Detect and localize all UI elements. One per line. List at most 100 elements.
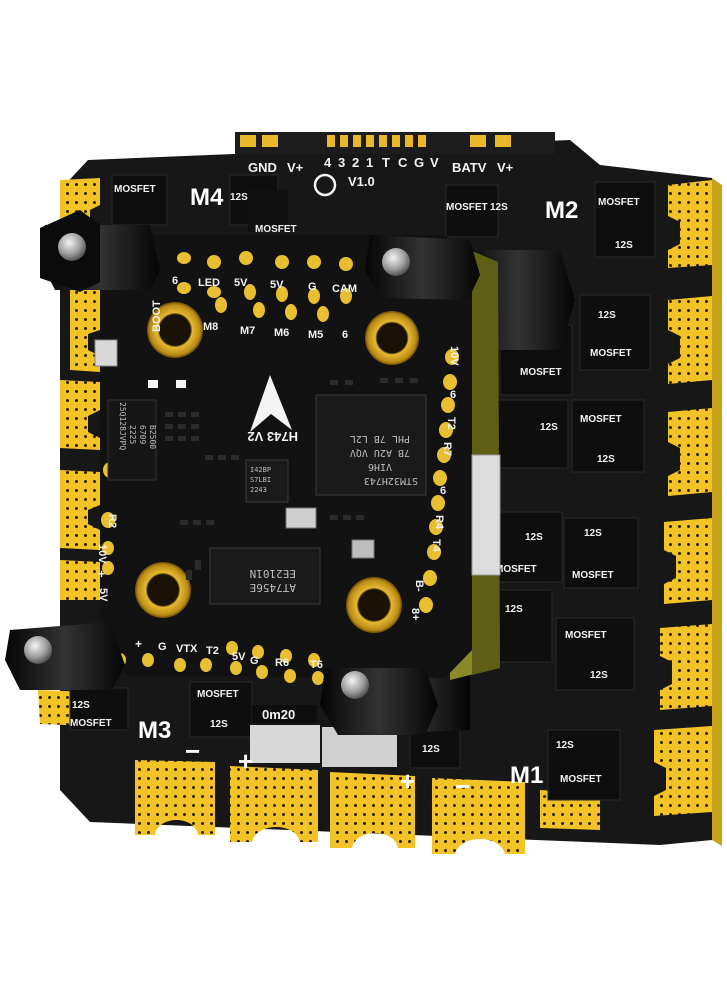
- brand-arrow-logo: [250, 375, 292, 432]
- mount-hole: [346, 577, 402, 633]
- header-label-vplus-2: V+: [497, 160, 514, 175]
- esc-board-edge: [712, 178, 722, 846]
- mount-hole: [365, 311, 419, 365]
- header-label-vplus: V+: [287, 160, 304, 175]
- pad-label-boot: BOOT: [151, 300, 163, 332]
- pad-label-m7: M7: [240, 325, 255, 337]
- svg-text:EE2101N: EE2101N: [250, 567, 296, 580]
- motor-label-m4: M4: [190, 184, 224, 211]
- mosfet-label: MOSFET: [114, 184, 156, 195]
- rating-label: 12S: [597, 454, 615, 465]
- rating-label: 12S: [505, 604, 523, 615]
- pad-label-m6: M6: [274, 327, 289, 339]
- front-standoffs: [5, 210, 480, 735]
- pad-label-r7: R7: [441, 442, 453, 456]
- header-label-c: C: [398, 155, 408, 170]
- power-mark-plus: +: [238, 746, 253, 776]
- pad-label-r2: R2: [106, 514, 118, 528]
- rating-label: 12S: [556, 740, 574, 751]
- pad-label-t6: T6: [310, 659, 323, 671]
- fc-solder-pads: [101, 251, 459, 685]
- osd-chip: AT7456E EE2101N: [209, 547, 321, 605]
- mosfet-label: MOSFET: [560, 774, 602, 785]
- header-label-t: T: [382, 155, 390, 170]
- rating-label: 12S: [584, 528, 602, 539]
- mosfet-label: MOSFET: [495, 564, 537, 575]
- esc-right-motor-pads: [654, 180, 712, 816]
- rating-label: 12S: [615, 240, 633, 251]
- power-mark-minus: −: [455, 771, 470, 801]
- mount-hole: [135, 562, 191, 618]
- esc-version: V1.0: [348, 174, 375, 189]
- mosfet-label: MOSFET: [580, 414, 622, 425]
- pad-label-6-c: 6: [450, 389, 456, 401]
- header-label-1: 1: [366, 155, 373, 170]
- rating-label: 12S: [525, 532, 543, 543]
- brand-logo-icon: [313, 173, 337, 197]
- esc-top-connector: [235, 132, 555, 154]
- mosfet-label: MOSFET: [598, 197, 640, 208]
- pad-label-5v: 5V: [234, 277, 248, 289]
- svg-text:STM32H743: STM32H743: [364, 475, 418, 486]
- svg-text:I42BP: I42BP: [250, 466, 271, 474]
- mosfet-label: MOSFET: [70, 718, 112, 729]
- pad-label-6: 6: [172, 275, 178, 287]
- svg-text:2243: 2243: [250, 486, 267, 494]
- pad-label-vtx: VTX: [176, 643, 198, 655]
- motor-label-m3: M3: [138, 717, 171, 744]
- bolt-icon: [382, 248, 410, 276]
- pad-label-g-2: G: [158, 641, 167, 653]
- header-label-batv: BATV: [452, 160, 487, 175]
- power-mark-minus: −: [185, 736, 200, 766]
- mosfet-label: MOSFET: [446, 202, 488, 213]
- svg-text:AT7456E: AT7456E: [250, 581, 296, 594]
- barometer: [351, 539, 375, 559]
- boot-button[interactable]: [94, 339, 118, 367]
- crystal-oscillator: [285, 507, 317, 529]
- svg-text:25Q128JVPQ: 25Q128JVPQ: [118, 402, 127, 450]
- header-label-v: V: [430, 155, 439, 170]
- pad-label-r4: R4: [433, 515, 445, 530]
- svg-text:S7LBI: S7LBI: [250, 476, 271, 484]
- mosfet-label: MOSFET: [572, 570, 614, 581]
- bolt-icon: [58, 233, 86, 261]
- mcu-chip: STM32H743 VIH6 7B A2U VQV PHL 7B L2L: [315, 394, 427, 496]
- header-label-g: G: [414, 155, 424, 170]
- pad-label-6-b: 6: [342, 329, 348, 341]
- pad-label-led: LED: [198, 277, 220, 289]
- rating-label: 12S: [72, 700, 90, 711]
- fc-model: H743 V2: [247, 429, 298, 444]
- pad-label-6-d: 6: [440, 485, 446, 497]
- rating-label: 12S: [490, 202, 508, 213]
- flight-controller-board: BOOT LED 6 5V 5V G CAM M8 M7 M6 M5 6 10V…: [94, 235, 501, 685]
- header-label-3: 3: [338, 155, 345, 170]
- pad-label-5v-4: 5V: [232, 651, 246, 663]
- svg-text:PHL 7B L2L: PHL 7B L2L: [350, 433, 410, 444]
- svg-text:B2500: B2500: [148, 425, 157, 449]
- rating-label: 12S: [598, 310, 616, 321]
- pad-label-5v-2: 5V: [270, 279, 284, 291]
- svg-text:2225: 2225: [128, 425, 137, 444]
- pad-label-10v-b: 10V: [96, 544, 108, 564]
- pad-label-plus-2: +: [135, 637, 142, 651]
- mosfet-label: MOSFET: [520, 367, 562, 378]
- pad-label-t2-b: T2: [206, 645, 219, 657]
- pad-label-t2: T2: [445, 417, 457, 430]
- motor-label-m1: M1: [510, 762, 543, 789]
- svg-text:6709: 6709: [138, 425, 147, 444]
- mosfet-label: MOSFET: [590, 348, 632, 359]
- pad-label-10v: 10V: [448, 346, 460, 366]
- svg-text:VIH6: VIH6: [368, 461, 392, 472]
- pad-label-g: G: [308, 281, 317, 293]
- pad-label-m5: M5: [308, 329, 323, 341]
- pad-label-t4: T4: [430, 539, 442, 553]
- mosfet-label: MOSFET: [565, 630, 607, 641]
- pad-label-r6: R6: [275, 657, 289, 669]
- header-label-2: 2: [352, 155, 359, 170]
- rating-label: 12S: [210, 719, 228, 730]
- pad-label-cam: CAM: [332, 283, 357, 295]
- svg-text:7B A2U VQV: 7B A2U VQV: [350, 447, 410, 458]
- bolt-icon: [24, 636, 52, 664]
- rating-label: 12S: [422, 744, 440, 755]
- mount-hole: [147, 302, 203, 358]
